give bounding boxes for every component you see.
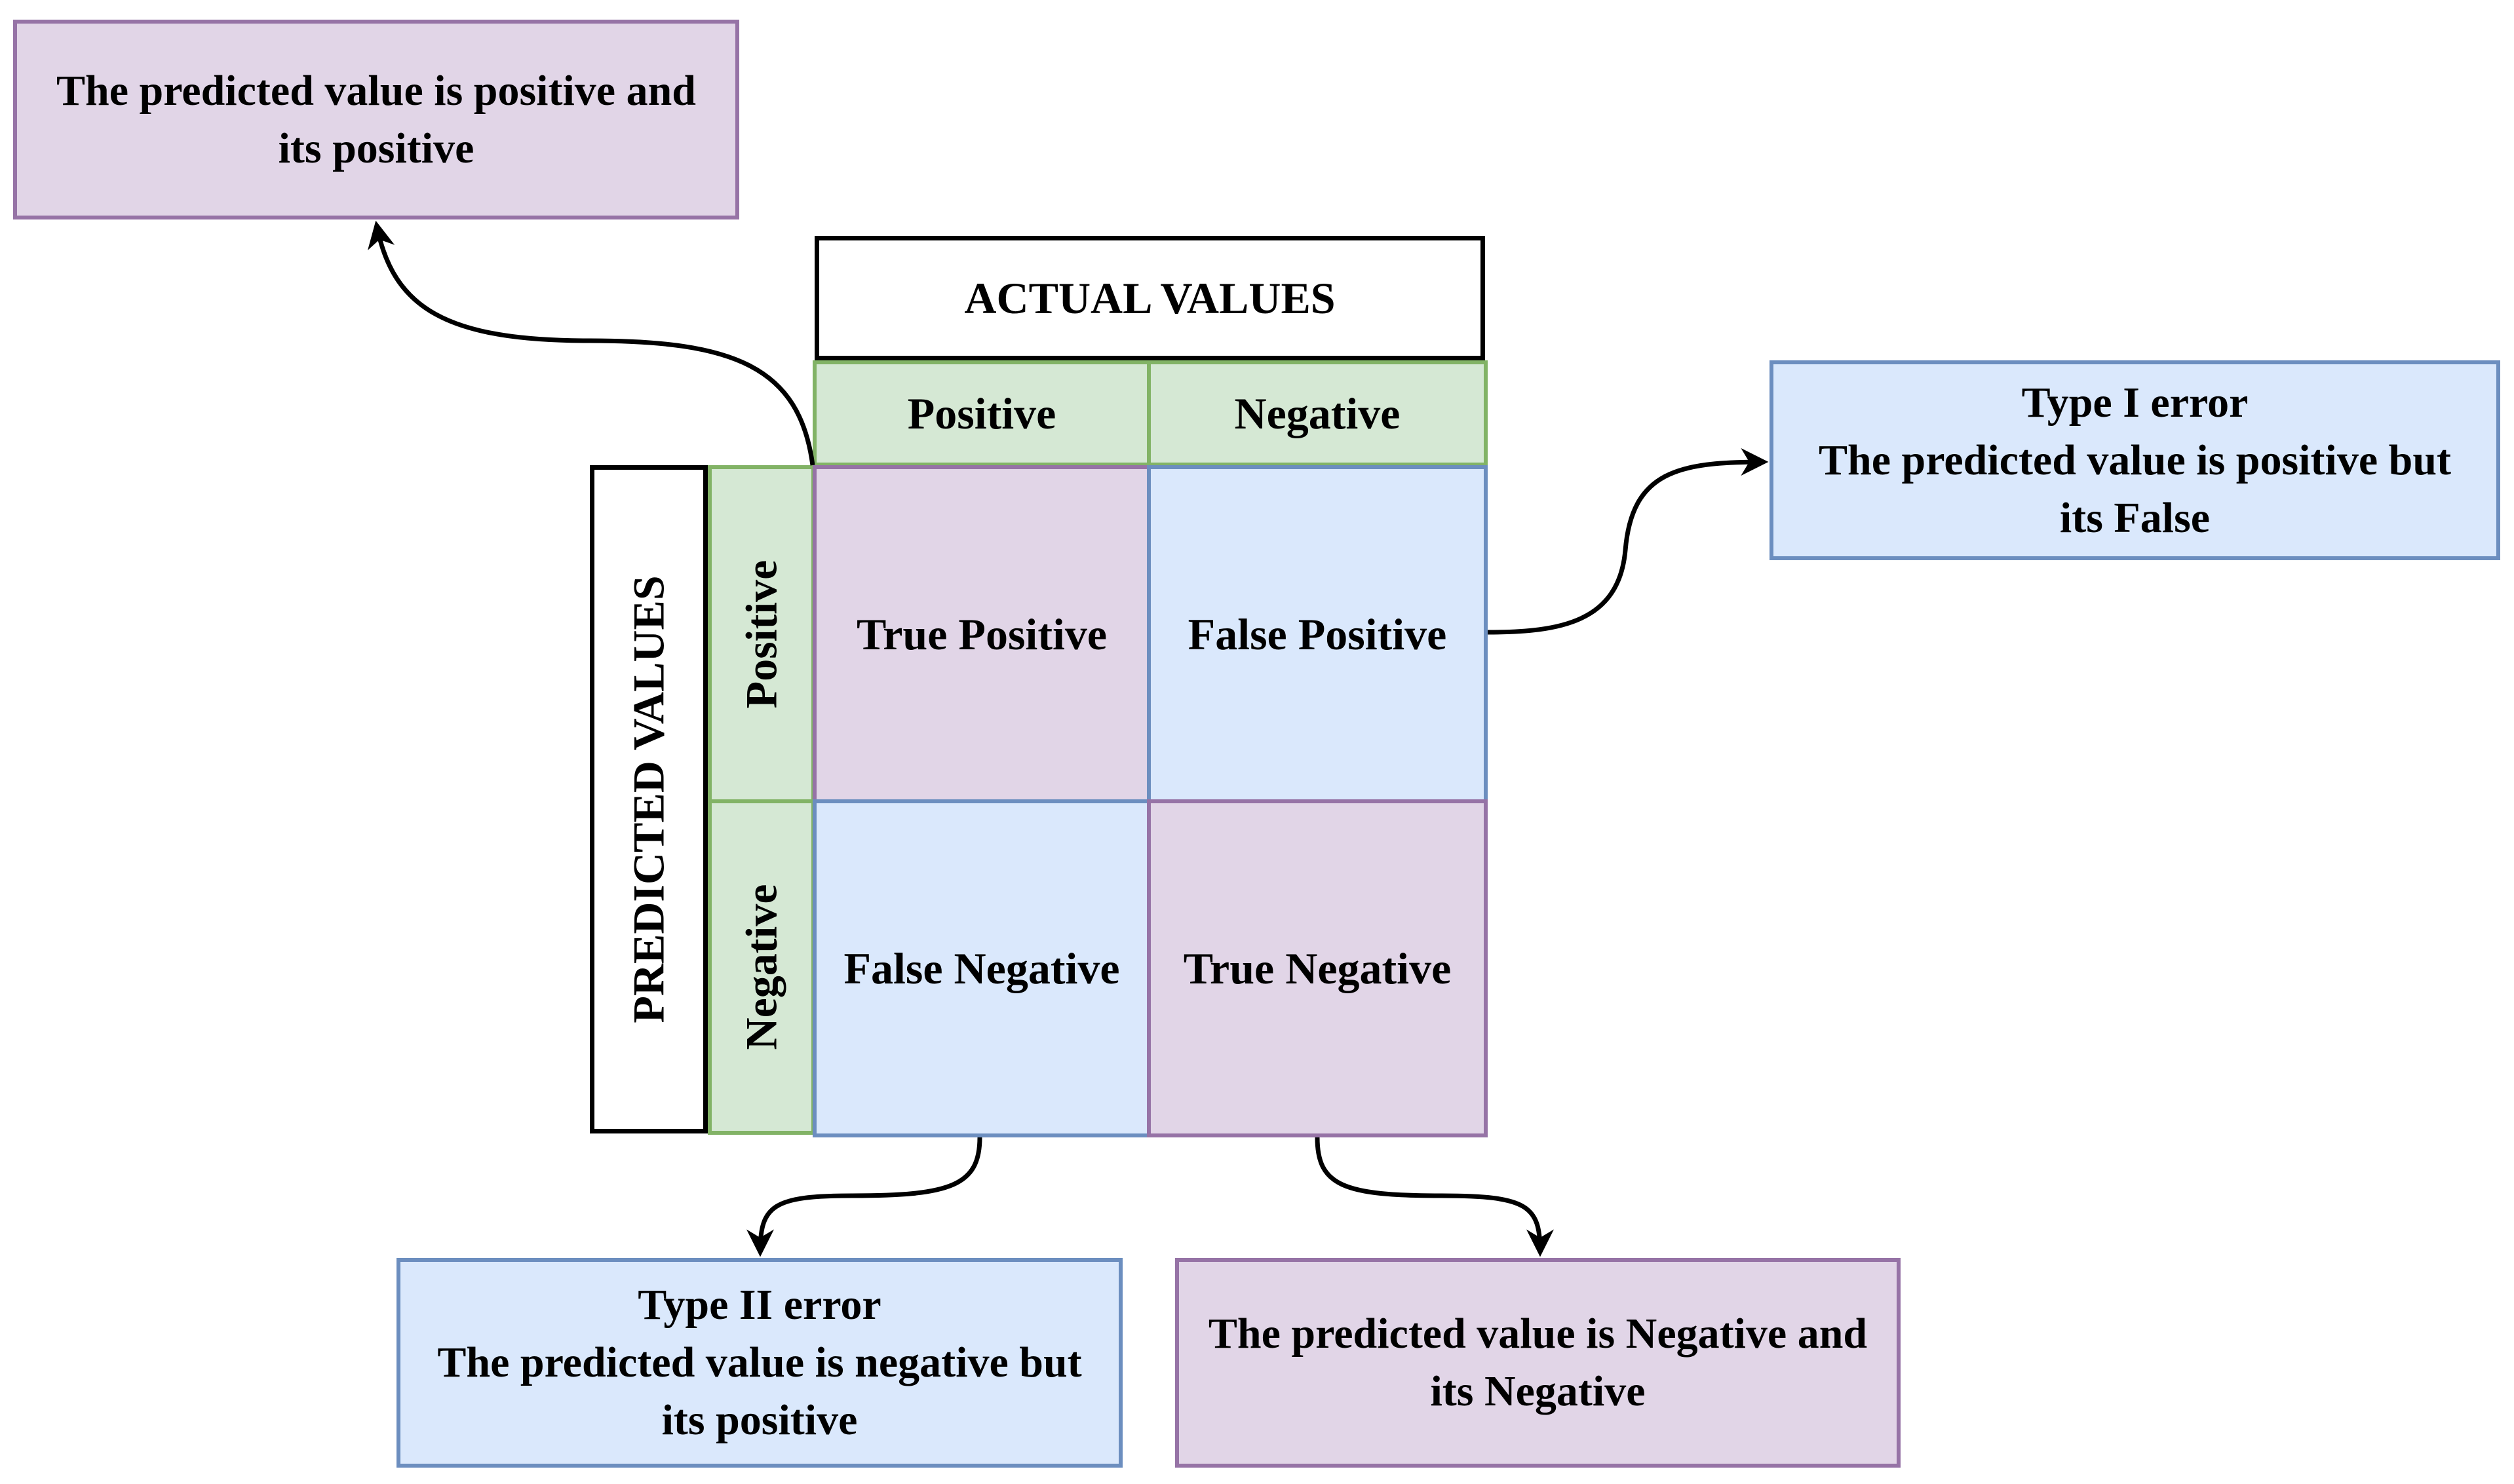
predicted-positive-header: Positive — [708, 465, 815, 803]
type-two-error-annotation: Type II error The predicted value is neg… — [396, 1258, 1123, 1468]
actual-negative-header: Negative — [1147, 360, 1488, 466]
type-one-error-line2: its False — [2059, 493, 2211, 542]
type-two-error-line1: The predicted value is negative but — [437, 1339, 1082, 1386]
type-two-error-title: Type II error — [638, 1281, 881, 1329]
actual-values-title: ACTUAL VALUES — [964, 273, 1336, 323]
arrow-to-type-two-error — [746, 1137, 982, 1257]
true-negative-annotation: The predicted value is Negative and its … — [1175, 1258, 1901, 1468]
true-negative-annotation-line2: its Negative — [1430, 1367, 1646, 1415]
true-positive-annotation: The predicted value is positive and its … — [13, 20, 739, 219]
false-negative-cell: False Negative — [813, 799, 1151, 1137]
true-positive-annotation-line2: its positive — [278, 124, 474, 172]
false-negative-label: False Negative — [843, 943, 1120, 993]
arrow-to-true-positive-note — [368, 220, 815, 466]
false-positive-label: False Positive — [1188, 609, 1447, 659]
type-one-error-annotation: Type I error The predicted value is posi… — [1769, 360, 2500, 560]
true-positive-cell: True Positive — [813, 465, 1151, 803]
arrow-to-true-negative-note — [1315, 1137, 1554, 1257]
true-positive-label: True Positive — [856, 609, 1108, 659]
type-two-error-line2: its positive — [661, 1396, 858, 1444]
false-positive-cell: False Positive — [1147, 465, 1488, 803]
actual-negative-label: Negative — [1234, 388, 1401, 438]
actual-positive-label: Positive — [907, 388, 1056, 438]
arrow-to-type-one-error — [1487, 448, 1769, 635]
type-one-error-line1: The predicted value is positive but — [1818, 436, 2452, 484]
actual-values-header: ACTUAL VALUES — [815, 236, 1485, 360]
type-one-error-title: Type I error — [2021, 378, 2249, 427]
true-negative-label: True Negative — [1183, 943, 1452, 993]
true-positive-annotation-line1: The predicted value is positive and — [56, 66, 697, 115]
actual-positive-header: Positive — [813, 360, 1151, 466]
true-negative-annotation-line1: The predicted value is Negative and — [1208, 1310, 1868, 1358]
true-negative-cell: True Negative — [1147, 799, 1488, 1137]
predicted-values-header: PREDICTED VALUES — [590, 465, 708, 1133]
